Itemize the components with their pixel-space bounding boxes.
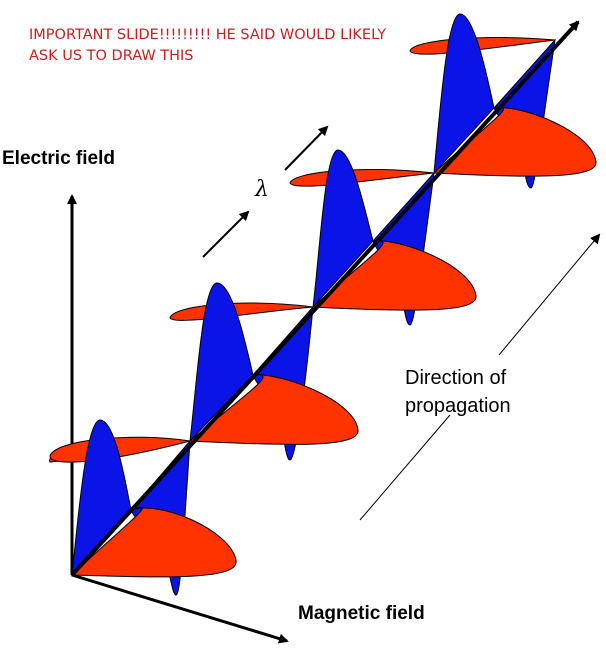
direction-line — [359, 414, 451, 521]
annotation-line: ASK US TO DRAW THIS — [29, 48, 194, 64]
wavelength-arrow — [202, 210, 250, 258]
electric-wave — [71, 13, 556, 596]
direction-label-line: propagation — [405, 395, 511, 417]
magnetic-wave-front — [70, 106, 597, 578]
direction-label-line: Direction of — [405, 367, 507, 389]
wavelength-label: λ — [255, 177, 269, 202]
magnetic-field-axis — [71, 573, 289, 644]
propagation-axis — [70, 20, 580, 577]
annotation-line: IMPORTANT SLIDE!!!!!!!!! HE SAID WOULD L… — [29, 27, 387, 43]
direction-of-propagation-label: Direction of propagation — [405, 364, 511, 420]
wavelength-arrow — [284, 125, 329, 171]
handwritten-annotation: IMPORTANT SLIDE!!!!!!!!! HE SAID WOULD L… — [29, 25, 449, 67]
magnetic-field-label: Magnetic field — [298, 603, 425, 624]
electric-field-label: Electric field — [2, 148, 115, 169]
direction-arrow — [498, 233, 601, 356]
magnetic-wave — [49, 37, 556, 463]
